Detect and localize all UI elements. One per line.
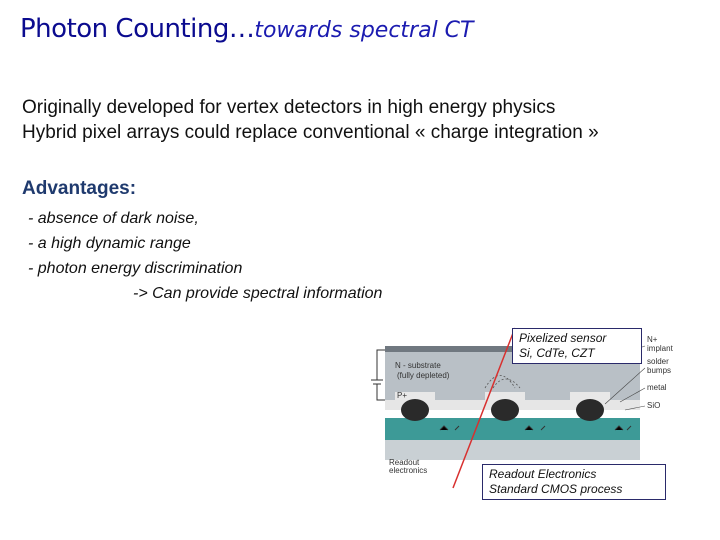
substrate-label: N - substrate [395, 361, 441, 370]
advantage-item: - a high dynamic range [28, 235, 191, 252]
solder-bump [576, 399, 604, 421]
p-plus-pad [570, 392, 610, 400]
title-main: Photon Counting… [20, 14, 255, 44]
solder-bump [491, 399, 519, 421]
electronics-label: electronics [389, 466, 427, 475]
advantage-item: - photon energy discrimination [28, 260, 243, 277]
bias-circuit [371, 349, 385, 401]
implant-label: implant [647, 344, 674, 353]
intro-line: Originally developed for vertex detector… [22, 97, 556, 118]
readout-body [385, 440, 640, 460]
readout-callout-line: Standard CMOS process [489, 482, 623, 496]
solder-bump [401, 399, 429, 421]
readout-label: Readout [389, 458, 420, 467]
advantage-subitem: -> Can provide spectral information [133, 285, 383, 302]
sensor-callout-line: Pixelized sensor [519, 331, 607, 345]
intro-text: Originally developed for vertex detector… [22, 95, 599, 145]
metal-label: metal [647, 383, 667, 392]
intro-line: Hybrid pixel arrays could replace conven… [22, 122, 599, 143]
advantages-list: - absence of dark noise, - a high dynami… [28, 206, 382, 306]
photon-ray [452, 327, 516, 489]
solder-label: solder [647, 357, 669, 366]
p-plus-pad [485, 392, 525, 400]
n-implant-label: N+ [647, 335, 658, 344]
slide-title: Photon Counting…towards spectral CT [20, 14, 473, 44]
readout-callout-line: Readout Electronics [489, 467, 597, 481]
depleted-label: (fully depleted) [397, 371, 450, 380]
sio2-label: SiO [647, 401, 660, 410]
field-lines [484, 375, 521, 389]
readout-callout: Readout Electronics Standard CMOS proces… [482, 464, 666, 500]
sensor-callout-line: Si, CdTe, CZT [519, 346, 595, 360]
p-plus-pad [395, 392, 435, 400]
sensor-callout: Pixelized sensor Si, CdTe, CZT [512, 328, 642, 364]
circuit-marks [439, 425, 632, 431]
advantages-heading: Advantages: [22, 178, 137, 199]
advantage-item: - absence of dark noise, [28, 210, 199, 227]
readout-layer [385, 418, 640, 440]
p-plus-label: P+ [397, 391, 407, 400]
title-subtitle: towards spectral CT [254, 18, 474, 43]
bumps-label: bumps [647, 366, 671, 375]
